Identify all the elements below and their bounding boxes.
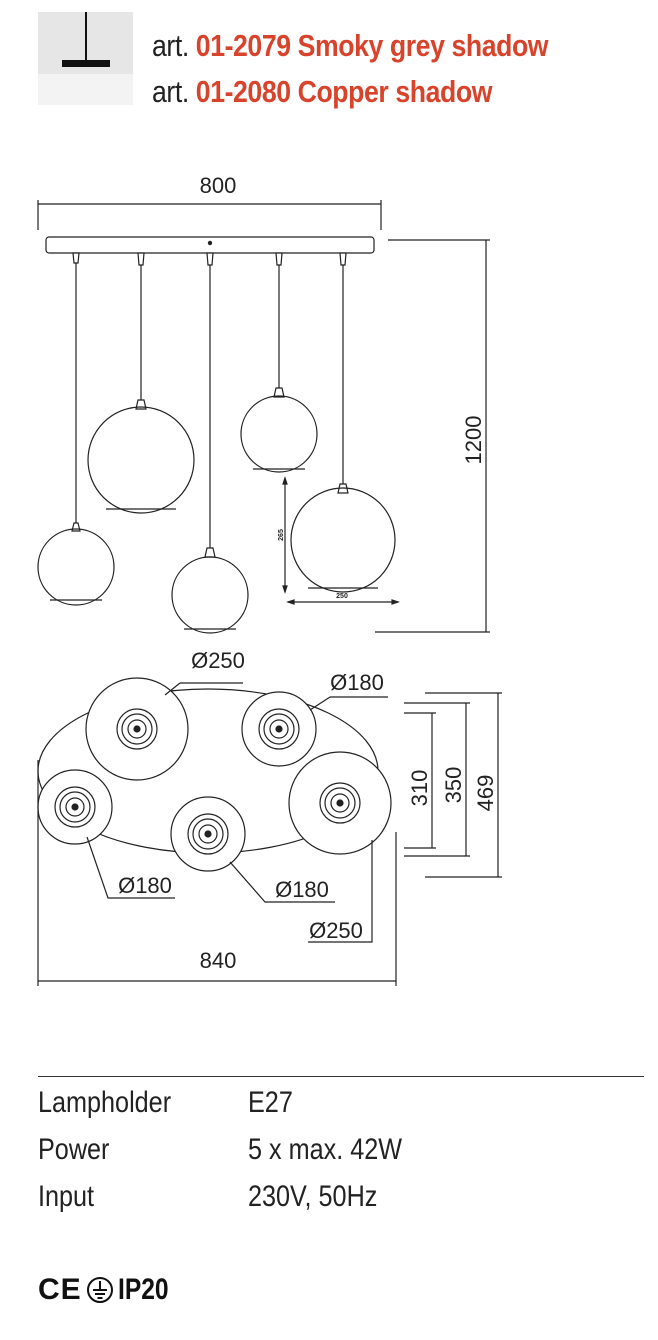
leader-line bbox=[86, 836, 175, 899]
spec-value: E27 bbox=[248, 1086, 293, 1119]
glass-globe bbox=[37, 528, 115, 606]
spec-value: 230V, 50Hz bbox=[248, 1180, 378, 1213]
globe-top-250-a bbox=[85, 677, 189, 781]
certification-marks: CE IP20 bbox=[38, 1270, 179, 1310]
glass-globe bbox=[87, 406, 195, 514]
leader-line bbox=[164, 682, 181, 696]
cable-grip bbox=[206, 252, 214, 266]
leader-line bbox=[308, 840, 373, 943]
globe-top-180-b bbox=[37, 769, 113, 845]
cable-grip bbox=[137, 252, 145, 266]
article-name: Copper shadow bbox=[297, 74, 493, 109]
label-width-800: 800 bbox=[200, 173, 237, 198]
ce-mark-icon: CE bbox=[38, 1273, 82, 1306]
label-globe-height: 265 bbox=[278, 529, 285, 541]
ip-rating: IP20 bbox=[117, 1273, 169, 1306]
label-diameter-250-right: Ø250 bbox=[309, 918, 363, 943]
article-line-1: art. 01-2079 Smoky grey shadow bbox=[152, 28, 549, 64]
article-line-2: art. 01-2080 Copper shadow bbox=[152, 74, 492, 110]
dim-arrows bbox=[282, 476, 288, 594]
cable-grip bbox=[275, 252, 283, 266]
spec-label: Lampholder bbox=[38, 1086, 172, 1119]
glass-globe bbox=[240, 395, 318, 473]
glass-globe bbox=[171, 556, 249, 634]
cable-grip bbox=[72, 252, 80, 264]
thumbnail-shade bbox=[38, 74, 133, 105]
canopy-screw bbox=[207, 240, 213, 246]
leader-line bbox=[309, 696, 331, 711]
spec-label: Power bbox=[38, 1133, 110, 1166]
spec-divider bbox=[38, 1076, 644, 1077]
dim-arrows bbox=[286, 599, 400, 605]
earth-ground-icon bbox=[86, 1277, 113, 1303]
label-depth-350: 350 bbox=[441, 767, 466, 804]
glass-globe bbox=[290, 487, 396, 593]
globe-top-180-a bbox=[241, 691, 317, 767]
technical-drawing: 800 1200 265 250 Ø250 Ø180 Ø180 Ø180 Ø25… bbox=[37, 173, 502, 986]
label-diameter-180-left: Ø180 bbox=[118, 873, 172, 898]
article-code: 01-2079 bbox=[195, 28, 291, 63]
thumbnail-cable bbox=[85, 12, 87, 60]
cable-grip bbox=[339, 252, 347, 266]
label-height-1200: 1200 bbox=[461, 416, 486, 465]
label-depth-469: 469 bbox=[473, 775, 498, 812]
leader-line bbox=[229, 861, 335, 903]
label-diameter-250-top: Ø250 bbox=[191, 648, 245, 673]
spec-row-power: Power 5 x max. 42W bbox=[38, 1133, 402, 1167]
top-view bbox=[37, 677, 502, 986]
label-globe-width: 250 bbox=[336, 593, 348, 600]
front-view bbox=[37, 200, 490, 634]
lampholder-cap bbox=[273, 387, 285, 398]
article-prefix: art. bbox=[152, 74, 189, 109]
label-width-840: 840 bbox=[200, 948, 237, 973]
lampholder-cap bbox=[71, 522, 81, 532]
label-diameter-180-top: Ø180 bbox=[330, 670, 384, 695]
product-thumbnail bbox=[38, 12, 133, 105]
article-code: 01-2080 bbox=[195, 74, 291, 109]
thumbnail-canopy bbox=[62, 60, 110, 67]
label-diameter-180-center: Ø180 bbox=[275, 877, 329, 902]
spec-value: 5 x max. 42W bbox=[248, 1133, 403, 1166]
lampholder-cap bbox=[204, 547, 216, 558]
globe-top-250-b bbox=[288, 751, 392, 855]
spec-row-input: Input 230V, 50Hz bbox=[38, 1180, 377, 1214]
spec-label: Input bbox=[38, 1180, 95, 1213]
spec-row-lampholder: Lampholder E27 bbox=[38, 1086, 293, 1120]
label-depth-310: 310 bbox=[407, 770, 432, 807]
article-prefix: art. bbox=[152, 28, 189, 63]
article-name: Smoky grey shadow bbox=[297, 28, 549, 63]
globe-top-180-c bbox=[170, 796, 246, 872]
